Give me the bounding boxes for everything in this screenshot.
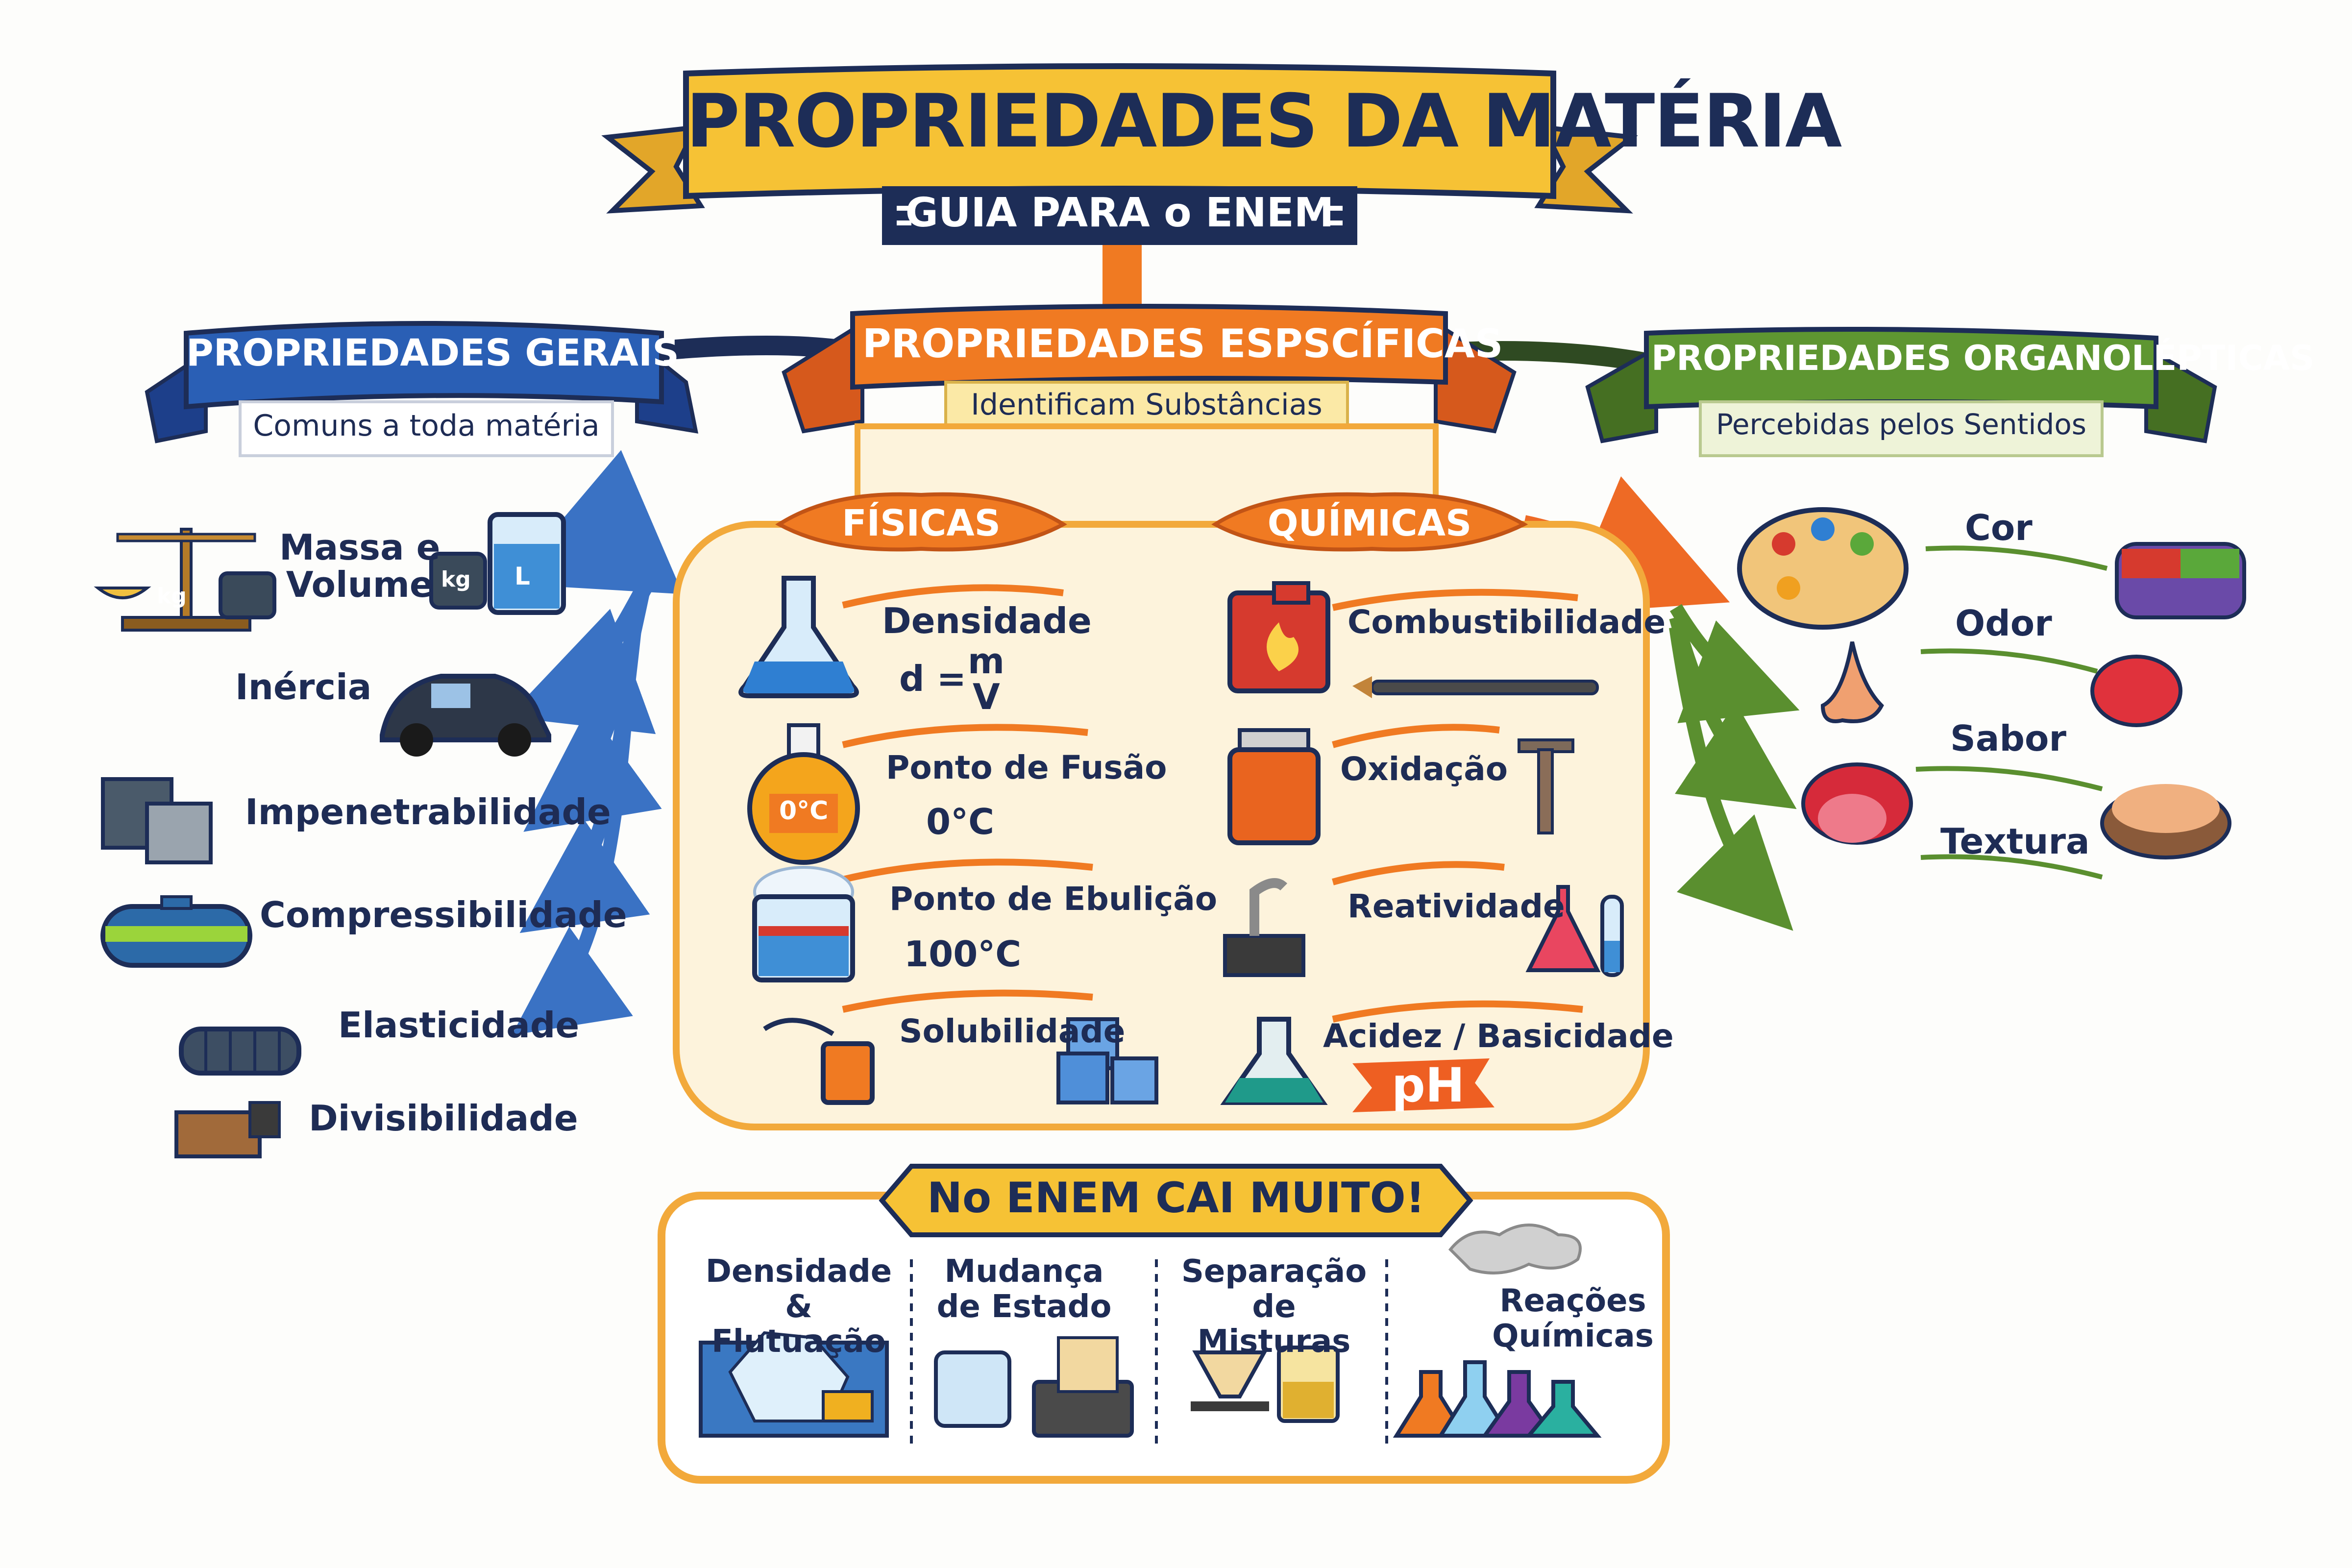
page-subtitle: GUIA PARA o ENEM (905, 190, 1334, 236)
gerais-subtitle: Comuns a toda matéria (253, 409, 600, 443)
balance-scale-icon (94, 512, 566, 632)
acid-flask-icon (1220, 1017, 1328, 1105)
gerais-banner (145, 321, 699, 457)
enem-title: No ENEM CAI MUITO! (927, 1174, 1425, 1223)
spring-icon (179, 1027, 301, 1076)
reaction-icon (1223, 878, 1624, 977)
palette-icon (1737, 507, 1909, 630)
separation-icon (1191, 1346, 1340, 1423)
gerais-item-divisibilidade: Divisibilidade (309, 1098, 578, 1139)
quimicas-label: QUÍMICAS (1267, 502, 1472, 544)
melting-flask-icon (747, 723, 860, 865)
car-icon (380, 674, 551, 757)
solubility-icon (763, 1017, 1158, 1105)
fisicas-item-solubilidade: Solubilidade (899, 1012, 1126, 1050)
gerais-item-compressibilidade: Compressibilidade (260, 894, 627, 935)
densidade-formula-den: V (973, 676, 1000, 717)
main-title-banner (601, 63, 1638, 245)
rust-jar-icon (1227, 728, 1574, 845)
densidade-formula-num: m (968, 640, 1005, 682)
wood-block-icon (174, 1101, 281, 1158)
organolepticas-item-cor: Cor (1965, 507, 2033, 548)
gerais-item-inercia: Inércia (235, 666, 372, 708)
iceberg-icon (699, 1331, 889, 1438)
fusao-icon-label: 0°C (779, 796, 829, 826)
organolepticas-title: PROPRIEDADES ORGANOLÉPTICAS (1651, 338, 2315, 378)
nose-icon (1820, 641, 1884, 723)
organolepticas-item-textura: Textura (1940, 821, 2090, 862)
flask-icon (738, 576, 859, 698)
volume-label: L (514, 562, 530, 590)
gas-tank-icon (100, 895, 252, 968)
ph-badge: pH (1392, 1058, 1465, 1113)
organolepticas-subtitle: Percebidas pelos Sentidos (1715, 408, 2087, 441)
page-title: PROPRIEDADES DA MATÉRIA (686, 79, 1842, 164)
lips-icon (2090, 655, 2182, 727)
gerais-item-impenetrabilidade: Impenetrabilidade (245, 791, 611, 833)
fisicas-item-ebulicao: Ponto de Ebulição (889, 880, 1218, 918)
gerais-item-elasticidade: Elasticidade (338, 1004, 580, 1046)
chemistry-set-icon (1393, 1224, 1602, 1438)
blocks-icon (101, 777, 213, 864)
weight-label-2: kg (441, 567, 471, 592)
organolepticas-banner (1585, 327, 2217, 457)
enem-item-densidade: Densidade & Flutuação (705, 1253, 892, 1360)
fisicas-label: FÍSICAS (842, 502, 1001, 544)
specific-panel (673, 423, 1650, 1130)
enem-item-separacao: Separação de Misturas (1181, 1253, 1367, 1360)
fuel-can-icon (1227, 581, 1599, 698)
fisicas-item-densidade: Densidade (882, 600, 1092, 641)
organolepticas-item-odor: Odor (1955, 603, 2052, 644)
especificas-title: PROPRIEDADES ESPSCÍFICAS (862, 321, 1503, 367)
hand-icon (2100, 784, 2231, 859)
fusao-value: 0°C (926, 801, 994, 842)
organoleptic-lines (1915, 545, 2108, 880)
quimicas-item-acidez: Acidez / Basicidade (1323, 1017, 1674, 1055)
especificas-subtitle: Identificam Substâncias (971, 388, 1323, 422)
quimicas-item-combustibilidade: Combustibilidade (1348, 603, 1666, 641)
quimicas-item-oxidacao: Oxidação (1340, 750, 1508, 788)
tongue-icon (1801, 762, 1913, 845)
ice-cube-icon (934, 1336, 1134, 1438)
boiling-beaker-icon (752, 866, 855, 982)
enem-item-reacoes: Reações Químicas (1492, 1283, 1654, 1354)
enem-item-mudanca: Mudança de Estado (936, 1253, 1112, 1325)
ebulicao-value: 100°C (904, 933, 1022, 975)
quimicas-item-reatividade: Reatividade (1348, 887, 1565, 925)
gerais-title: PROPRIEDADES GERAIS (186, 331, 679, 374)
color-cubes-icon (2115, 542, 2246, 619)
gerais-item-massa-volume: Massa e Volume (279, 527, 441, 605)
densidade-formula-left: d = (899, 658, 966, 699)
fisicas-item-fusao: Ponto de Fusão (886, 749, 1167, 786)
organolepticas-item-sabor: Sabor (1950, 718, 2066, 759)
weight-label: kg (157, 584, 187, 609)
